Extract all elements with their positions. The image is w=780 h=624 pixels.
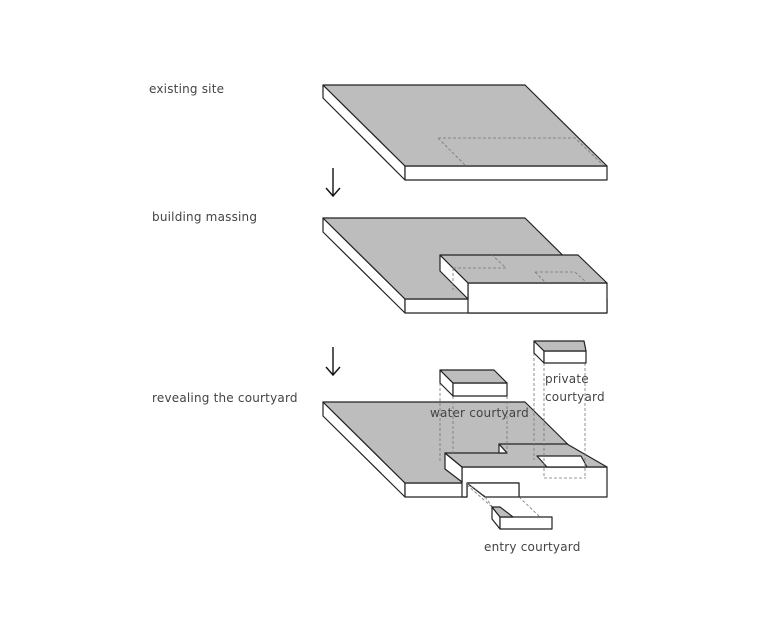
arrow-down-icon (325, 347, 341, 377)
entry-courtyard-volume (466, 484, 553, 530)
step-label-existing-site: existing site (149, 82, 225, 96)
arrow-down-icon (325, 168, 341, 198)
private-courtyard-label-line2: courtyard (545, 390, 605, 404)
water-courtyard-volume (439, 369, 508, 462)
existing-site-slab (322, 84, 608, 181)
private-courtyard-label-line1: private (545, 372, 589, 386)
water-courtyard-label: water courtyard (430, 406, 529, 420)
step-label-building-massing: building massing (152, 210, 258, 224)
entry-courtyard-label: entry courtyard (484, 540, 581, 554)
private-courtyard-volume (533, 340, 587, 479)
building-massing-model (322, 217, 608, 314)
step-label-revealing-courtyard: revealing the courtyard (152, 391, 298, 405)
courtyard-model (322, 401, 608, 498)
